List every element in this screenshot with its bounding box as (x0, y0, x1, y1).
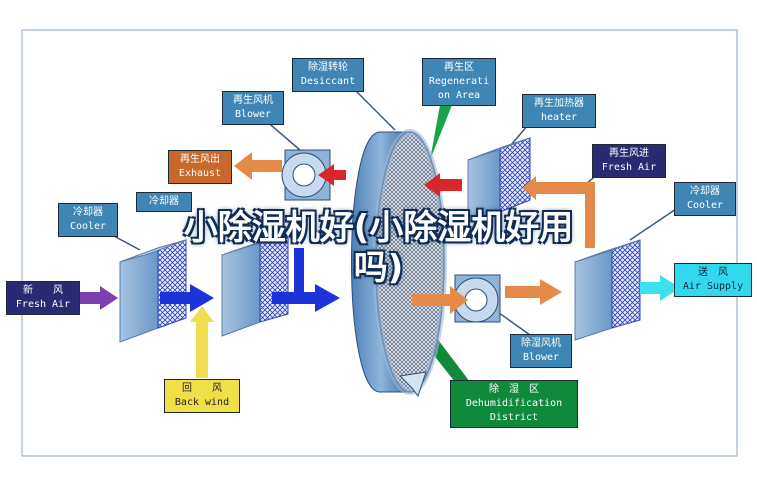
dehum-blower-fan (453, 274, 501, 323)
dehum-district-label-cn: 除 湿 区 (489, 384, 539, 395)
regen-fresh-air-label-cn: 再生风进 (609, 148, 649, 159)
exhaust-label-en: Exhaust (178, 168, 222, 179)
cooler-right-unit (574, 239, 641, 341)
exhaust-label: 再生风出 Exhaust (168, 150, 232, 184)
leader-desiccant (354, 89, 396, 131)
exhaust-label-cn: 再生风出 (180, 154, 220, 165)
regen-fresh-air-label: 再生风进 Fresh Air (592, 144, 666, 178)
middle-blue-arrow (272, 284, 340, 312)
dehum-district-label-en: Dehumidification (465, 398, 563, 409)
cooler-middle-label: 冷却器 (136, 192, 192, 212)
blue-riser (294, 248, 304, 296)
cooler-right-label-en: Cooler (686, 200, 724, 211)
dehum-blower-label-cn: 除湿风机 (521, 338, 561, 349)
regen-area-label: 再生区 Regenerati on Area (422, 58, 496, 106)
cooler-right-label: 冷却器 Cooler (674, 182, 736, 216)
watermark-line-2: 吗) (353, 248, 404, 288)
back-wind-arrow (190, 306, 214, 378)
regen-area-label-en2: on Area (437, 90, 481, 101)
leader-cooler-right (629, 204, 683, 241)
regen-heater-unit (467, 137, 531, 223)
desiccant-label-en: Desiccant (300, 76, 356, 87)
blower-out-arrow (505, 279, 562, 305)
leader-regen-blower (264, 119, 301, 151)
back-wind-label-en: Back wind (174, 397, 230, 408)
supply-air-label-en: Air Supply (682, 281, 744, 292)
exhaust-arrow (234, 152, 282, 180)
regen-blower-label-cn: 再生风机 (233, 95, 273, 106)
inlet-blue-arrow (160, 284, 214, 312)
supply-air-label-cn: 送 风 (698, 267, 728, 278)
fresh-air-label: 新 风 Fresh Air (6, 281, 80, 315)
leader-cooler-left (111, 234, 141, 251)
back-wind-label-cn: 回 风 (182, 383, 222, 394)
regen-area-label-cn: 再生区 (444, 62, 474, 73)
regen-blower-label-en: Blower (234, 109, 272, 120)
cooler-left-unit (119, 239, 187, 343)
fresh-air-arrow (80, 286, 118, 310)
dehum-district-label-en2: District (489, 412, 539, 423)
leader-regen-area (430, 105, 452, 160)
regen-blower-fan (281, 149, 331, 201)
desiccant-label: 除湿转轮 Desiccant (292, 58, 364, 92)
cooler-right-label-cn: 冷却器 (690, 186, 720, 197)
fresh-air-label-en: Fresh Air (15, 299, 71, 310)
dehum-blower-label-en: Blower (522, 352, 560, 363)
dehum-blower-label: 除湿风机 Blower (510, 334, 572, 368)
regen-heater-label: 再生加热器 heater (522, 94, 596, 128)
wheel-rotation-arrow (398, 371, 427, 398)
supply-air-arrow (640, 275, 680, 301)
process-out-arrow (412, 286, 468, 314)
cooler-middle-label-cn: 冷却器 (149, 196, 179, 207)
dehum-district-label: 除 湿 区 Dehumidification District (450, 380, 578, 428)
fresh-air-label-cn: 新 风 (23, 285, 63, 296)
cooler-left-label: 冷却器 Cooler (58, 203, 118, 237)
cooler-left-label-cn: 冷却器 (73, 207, 103, 218)
regen-area-label-en: Regenerati (428, 76, 490, 87)
cooler-left-label-en: Cooler (69, 221, 107, 232)
regen-to-blower-arrow (318, 164, 346, 186)
regen-fresh-arrow (522, 176, 595, 248)
back-wind-label: 回 风 Back wind (164, 379, 240, 413)
supply-air-label: 送 风 Air Supply (674, 263, 752, 297)
regen-heater-label-en: heater (540, 112, 578, 123)
regen-in-arrow (424, 173, 462, 197)
regen-heater-label-cn: 再生加热器 (534, 98, 584, 109)
watermark-line-1: 小除湿机好(小除湿机好用 (183, 208, 574, 248)
regen-blower-label: 再生风机 Blower (222, 91, 284, 125)
desiccant-label-cn: 除湿转轮 (308, 62, 348, 73)
leader-dehum-blower (494, 309, 531, 336)
desiccant-wheel (351, 129, 447, 395)
regen-fresh-air-label-en: Fresh Air (601, 162, 657, 173)
